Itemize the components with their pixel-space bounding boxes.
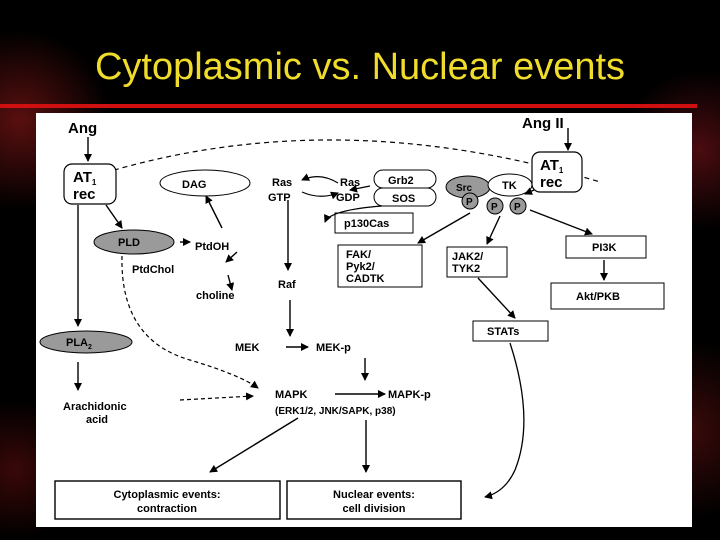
solid-arrows bbox=[74, 128, 608, 473]
ras-gdp-label-2: GDP bbox=[336, 192, 360, 204]
raf-label: Raf bbox=[278, 279, 296, 291]
dashed-arrows bbox=[121, 255, 259, 401]
tk-label: TK bbox=[502, 180, 517, 192]
nuclear-events-box bbox=[286, 480, 462, 520]
ras-gtp-label-1: Ras bbox=[272, 177, 292, 189]
jak-label-2: TYK2 bbox=[452, 263, 480, 275]
at1-right-label: AT1 bbox=[540, 157, 564, 175]
dag-node bbox=[159, 169, 251, 197]
fak-label-3: CADTK bbox=[346, 273, 385, 285]
diagram-panel bbox=[36, 113, 692, 527]
fak-label-2: Pyk2/ bbox=[346, 261, 375, 273]
p-label-3: P bbox=[514, 202, 521, 213]
mapk-subtitle: (ERK1/2, JNK/SAPK, p38) bbox=[275, 406, 396, 417]
ang-label: Ang bbox=[68, 120, 97, 137]
cyto-events-sub: contraction bbox=[137, 503, 197, 515]
jak-box bbox=[446, 246, 508, 278]
p-label-2: P bbox=[491, 202, 498, 213]
cell-membrane bbox=[87, 139, 601, 183]
dag-label: DAG bbox=[182, 179, 206, 191]
p130cas-box bbox=[334, 212, 414, 234]
cyto-events-title: Cytoplasmic events: bbox=[114, 489, 221, 501]
pla2-label: PLA2 bbox=[66, 337, 92, 351]
ang2-label: Ang II bbox=[522, 115, 564, 132]
phospho-3 bbox=[509, 197, 527, 215]
arachidonic-label-1: Arachidonic bbox=[63, 401, 127, 413]
arachidonic-label-2: acid bbox=[86, 414, 108, 426]
ras-gtp-label-2: GTP bbox=[268, 192, 291, 204]
at1-left-label: AT1 bbox=[73, 169, 97, 187]
jak-label-1: JAK2/ bbox=[452, 251, 483, 263]
pld-node bbox=[93, 229, 175, 255]
choline-label: choline bbox=[196, 290, 235, 302]
ras-gdp-label-1: Ras bbox=[340, 177, 360, 189]
pld-label: PLD bbox=[118, 237, 140, 249]
sos-to-p130cas-arrow bbox=[324, 205, 383, 223]
akt-box bbox=[550, 282, 665, 310]
mek-label: MEK bbox=[235, 342, 260, 354]
p-label-1: P bbox=[466, 197, 473, 208]
mekp-label: MEK-p bbox=[316, 342, 351, 354]
phospho-1 bbox=[461, 192, 479, 210]
tk-node bbox=[487, 173, 533, 197]
fak-box bbox=[337, 244, 423, 288]
mapkp-label: MAPK-p bbox=[388, 389, 431, 401]
slide-title: Cytoplasmic vs. Nuclear events bbox=[94, 46, 626, 88]
cyto-events-box bbox=[54, 480, 281, 520]
pla2-node bbox=[39, 330, 133, 354]
sos-label: SOS bbox=[392, 193, 415, 205]
ras-cycle-arrow bbox=[301, 173, 339, 184]
rec-left-label: rec bbox=[73, 186, 96, 203]
p130cas-label: p130Cas bbox=[344, 218, 389, 230]
nuclear-events-title: Nuclear events: bbox=[333, 489, 415, 501]
at1-receptor-left bbox=[63, 163, 117, 205]
phospho-2 bbox=[486, 197, 504, 215]
ras-cycle-arrow-back bbox=[301, 191, 339, 200]
mapk-label: MAPK bbox=[275, 389, 307, 401]
pi3k-label: PI3K bbox=[592, 242, 617, 254]
src-label: Src bbox=[456, 183, 473, 194]
akt-label: Akt/PKB bbox=[576, 291, 620, 303]
stats-to-nuclear-arrow bbox=[484, 342, 525, 500]
nuclear-events-sub: cell division bbox=[343, 503, 406, 515]
sos-node bbox=[373, 187, 437, 207]
ptdchol-label: PtdChol bbox=[132, 264, 174, 276]
grb2-label: Grb2 bbox=[388, 175, 414, 187]
stats-box bbox=[472, 320, 549, 342]
stats-label: STATs bbox=[487, 326, 519, 338]
at1-receptor-right bbox=[531, 151, 583, 193]
title-underline bbox=[0, 104, 697, 108]
ptdoh-label: PtdOH bbox=[195, 241, 229, 253]
rec-right-label: rec bbox=[540, 174, 563, 191]
pi3k-box bbox=[565, 235, 647, 259]
fak-label-1: FAK/ bbox=[346, 249, 371, 261]
